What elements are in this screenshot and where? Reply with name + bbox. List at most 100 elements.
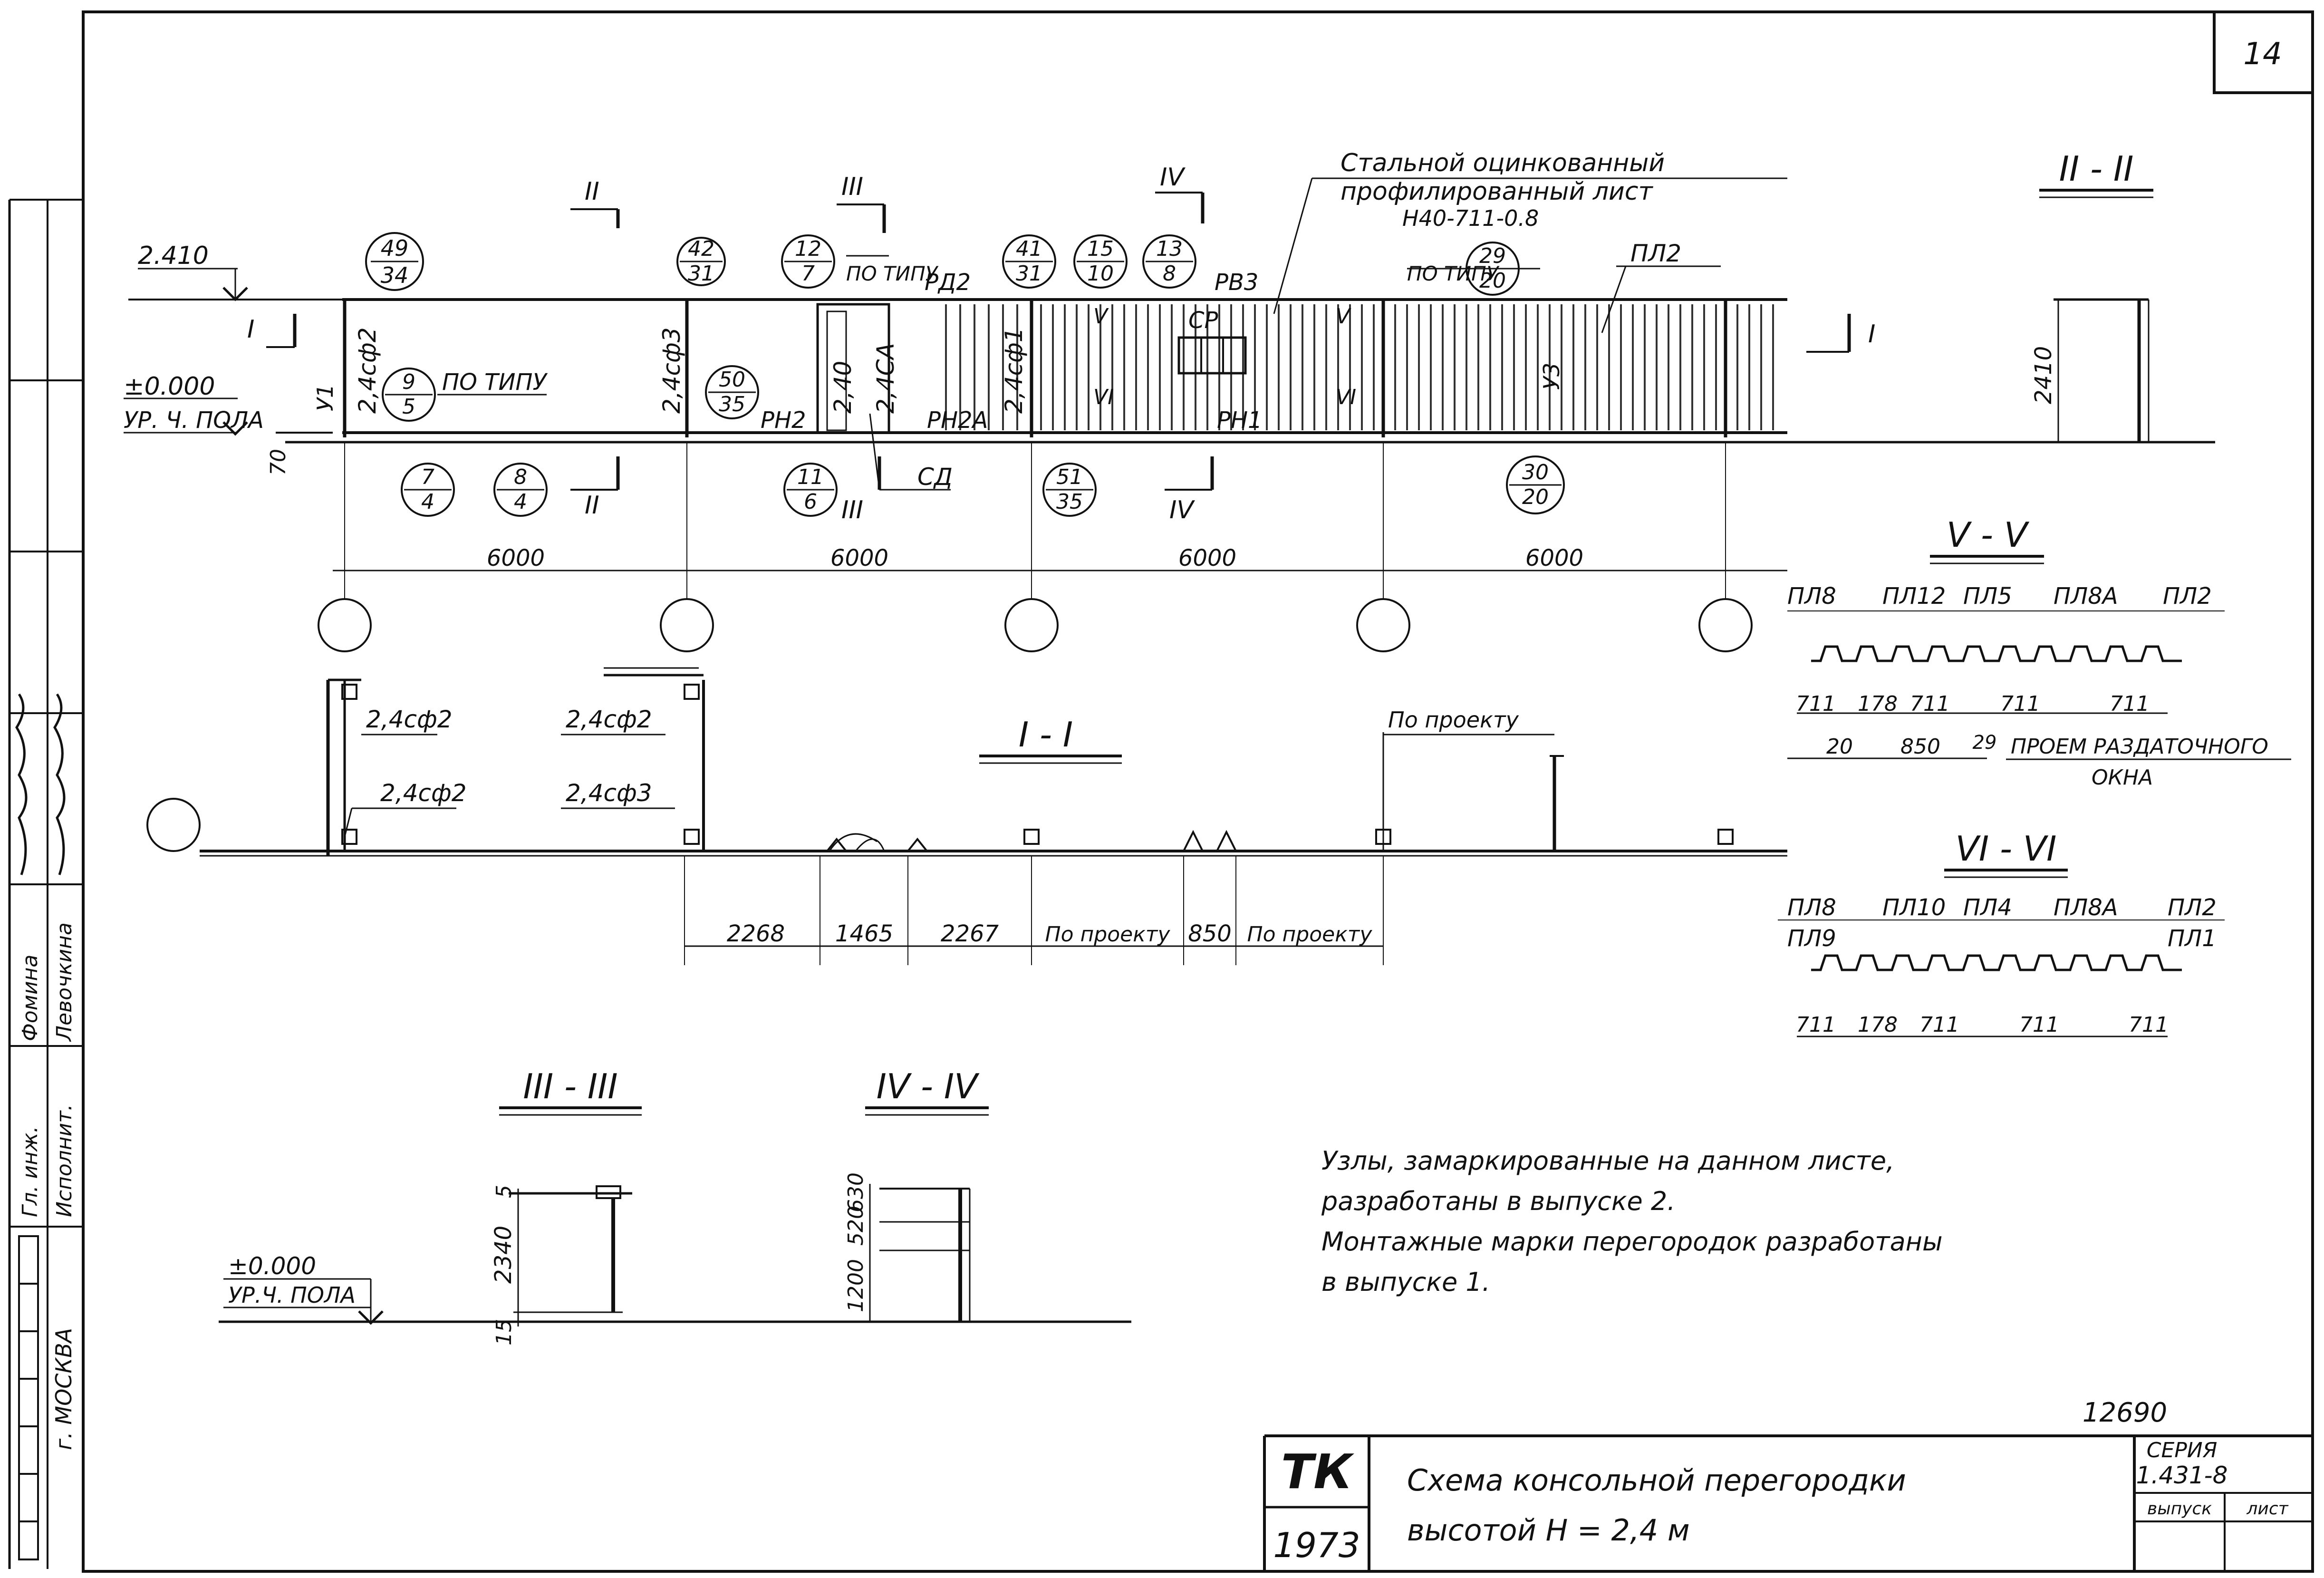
section-4-title: IV - IV [877,1066,980,1106]
plan-view: I - I 2,4сф2 2,4сф2 2,4сф2 2,4сф [200,667,1787,965]
title-block: 12690 ТК 1973 Схема консольной перегород… [1263,1397,2313,1571]
section-5-profile [1811,645,2182,662]
callout-top-6: 13 8 [1142,234,1196,289]
section-6-label-3: ПЛ4 [1963,894,2012,921]
section-5-label-2: ПЛ12 [1882,583,1946,610]
profiled-sheet-hatch [945,304,1774,430]
plan-dim-6: По проекту [1247,922,1373,947]
plan-sf2-b: 2,4сф2 [566,706,652,733]
callout-top-7-den: 20 [1479,269,1506,293]
label-u3: У3 [1539,363,1564,390]
span-1: 6000 [487,545,545,571]
section-3-mark-zero: ±0.000 [228,1252,316,1280]
section-5-dim-1: 711 [1796,692,1836,716]
section-5-label-4: ПЛ8А [2054,583,2118,610]
callout-mid-2-den: 35 [719,392,745,416]
callout-mid-1-den: 5 [402,395,415,419]
callout-top-7: 29 20 [1466,242,1520,296]
note-3: Монтажные марки перегородок разработаны [1321,1227,1943,1257]
service-window [1177,336,1247,375]
callout-top-3: 12 7 [781,234,835,289]
sheet-number: 14 [2243,37,2282,72]
section-5-dim-8: 29 [1973,732,1997,754]
section-5-label-1: ПЛ8 [1787,583,1836,610]
callout-bottom-5-den: 20 [1522,485,1549,509]
cut-mark-1-right: I [1868,320,1875,349]
callout-top-3-den: 7 [801,261,815,286]
callout-top-3-num: 12 [795,237,821,261]
section-5-note-2: ОКНА [2092,765,2153,790]
section-3-dim-2: 2340 [490,1226,517,1284]
callout-bottom-1-num: 7 [421,465,434,489]
plan-po-proektu: По проекту [1388,707,1519,733]
callout-top-2: 42 31 [676,237,726,286]
section-3-title: III - III [523,1066,617,1106]
note-line2: профилированный лист [1340,177,1653,206]
plan-sf3: 2,4сф3 [566,779,652,807]
label-sa: 2,4СА [872,343,899,414]
section-5-dim-3: 711 [1910,692,1950,716]
stamp-signature-1 [15,693,28,875]
tb-series-value: 1.431-8 [2136,1462,2228,1489]
cut-mark-2-top: II [585,177,599,206]
label-sr: СР [1188,307,1218,334]
cut-mark-1-left: I [247,315,254,344]
section-5-label-3: ПЛ5 [1963,583,2012,610]
general-notes: Узлы, замаркированные на данном листе, р… [1321,1146,1943,1297]
section-6-dim-4: 711 [2019,1013,2059,1037]
span-3: 6000 [1178,545,1236,571]
section-2: II - II 2410 [2030,149,2153,442]
callout-bottom-2-den: 4 [514,490,527,514]
section-5: V - V ПЛ8 ПЛ12 ПЛ5 ПЛ8А ПЛ2 711 178 711 … [1787,515,2291,790]
stamp-city: г. МОСКВА [51,1328,77,1450]
callout-bottom-1: 7 4 [401,463,455,517]
callout-top-1: 49 34 [365,232,424,291]
callout-top-5: 15 10 [1073,234,1128,289]
cut-mark-5-b: V [1336,304,1351,329]
section-6: VI - VI ПЛ8 ПЛ10 ПЛ4 ПЛ8А ПЛ2 ПЛ9 ПЛ1 71… [1778,829,2225,1037]
tb-series-label: СЕРИЯ [2147,1438,2218,1462]
callout-bottom-3-den: 6 [804,490,817,514]
plan-dim-2: 1465 [835,920,893,947]
callout-top-1-den: 34 [381,262,409,288]
section-5-dim-7: 850 [1900,735,1940,759]
tb-year: 1973 [1273,1525,1360,1565]
plan-title: I - I [1019,715,1073,755]
callout-bottom-1-den: 4 [421,490,434,514]
stamp-name-1: Фомина [18,955,42,1041]
section-6-title: VI - VI [1956,829,2057,869]
section-3-dim-3: 15 [492,1319,516,1346]
label-rd2: РД2 [925,269,971,296]
side-stamp: Гл. инж. Фомина Исполнит. Левочкина г. М… [8,199,84,1569]
callout-top-6-num: 13 [1156,237,1183,261]
section-6-label-1: ПЛ8 [1787,894,1836,921]
section-6-label-6: ПЛ9 [1787,925,1836,952]
label-sf3: 2,4сф3 [658,327,685,414]
callout-bottom-4-num: 51 [1056,465,1083,489]
cut-mark-4-top: IV [1160,163,1186,192]
section-5-dim-4: 711 [2000,692,2040,716]
cut-mark-2-bottom: II [585,491,599,520]
label-po-tipu-3: ПО ТИПУ [1407,262,1500,285]
callout-bottom-3: 11 6 [783,463,838,517]
mark-zero: ±0.000 [124,372,215,401]
label-pl2: ПЛ2 [1630,240,1681,267]
section-2-dim: 2410 [2030,346,2057,404]
note-1: Узлы, замаркированные на данном листе, [1321,1146,1894,1176]
label-rn2: РН2 [761,407,806,434]
section-5-dim-5: 711 [2110,692,2150,716]
callout-mid-1: 9 5 [382,368,436,422]
callout-top-7-num: 29 [1479,244,1506,268]
note-2: разработаны в выпуске 2. [1321,1186,1675,1216]
callout-top-4-den: 31 [1016,261,1042,286]
callout-top-2-den: 31 [688,261,714,286]
plan-dim-3: 2267 [941,920,999,947]
section-5-note-1: ПРОЕМ РАЗДАТОЧНОГО [2011,735,2268,759]
order-number: 12690 [2083,1397,2167,1428]
section-4: IV - IV 630 520 1200 [844,1066,989,1322]
callout-bottom-3-num: 11 [797,465,824,489]
span-2: 6000 [830,545,888,571]
section-6-dim-3: 711 [1919,1013,1959,1037]
label-rn2a: РН2А [927,407,988,434]
stamp-signature-2 [53,693,66,875]
